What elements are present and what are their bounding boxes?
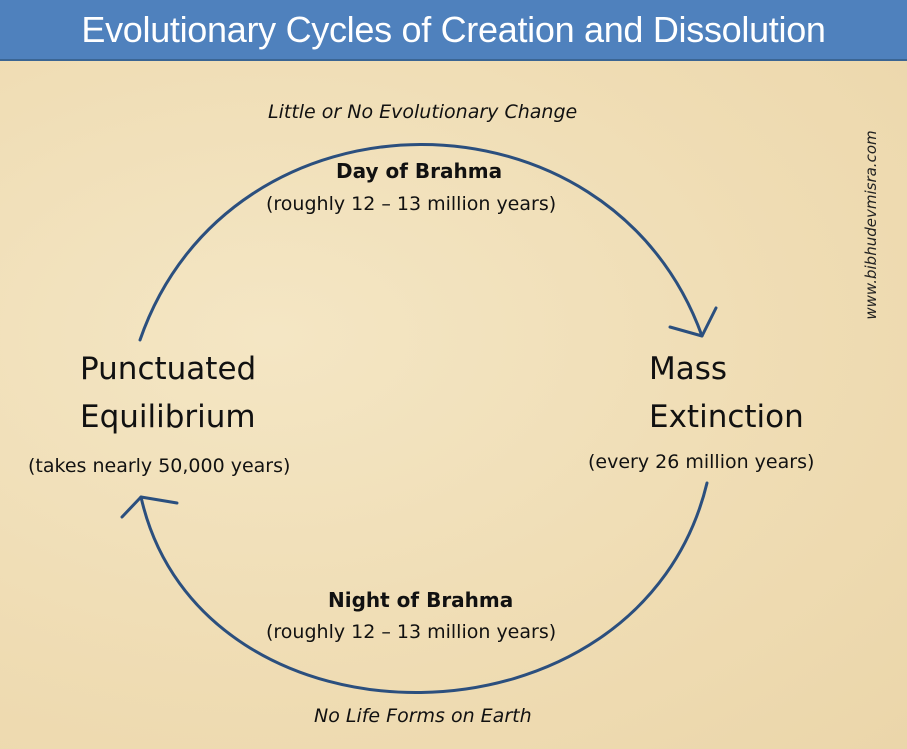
punctuated-equilibrium-line1: Punctuated	[80, 351, 257, 387]
punctuated-equilibrium-line2: Equilibrium	[80, 399, 256, 435]
page-title: Evolutionary Cycles of Creation and Diss…	[0, 0, 907, 61]
night-phase-label: Night of Brahma	[328, 588, 514, 612]
night-caption: No Life Forms on Earth	[314, 705, 532, 727]
day-arrowhead-icon	[668, 306, 718, 338]
day-duration: (roughly 12 – 13 million years)	[266, 193, 557, 215]
day-caption: Little or No Evolutionary Change	[268, 101, 578, 123]
night-duration: (roughly 12 – 13 million years)	[266, 621, 557, 643]
punctuated-equilibrium-duration: (takes nearly 50,000 years)	[28, 455, 291, 477]
mass-extinction-line1: Mass	[649, 351, 728, 387]
watermark-url: www.bibhudevmisra.com	[862, 130, 880, 320]
mass-extinction-line2: Extinction	[649, 399, 804, 435]
day-phase-label: Day of Brahma	[336, 159, 503, 183]
mass-extinction-duration: (every 26 million years)	[588, 451, 815, 473]
day-arc-arrow	[138, 143, 704, 342]
diagram-background	[0, 61, 907, 749]
night-arrowhead-icon	[120, 495, 179, 519]
night-arc-arrow	[139, 481, 709, 694]
